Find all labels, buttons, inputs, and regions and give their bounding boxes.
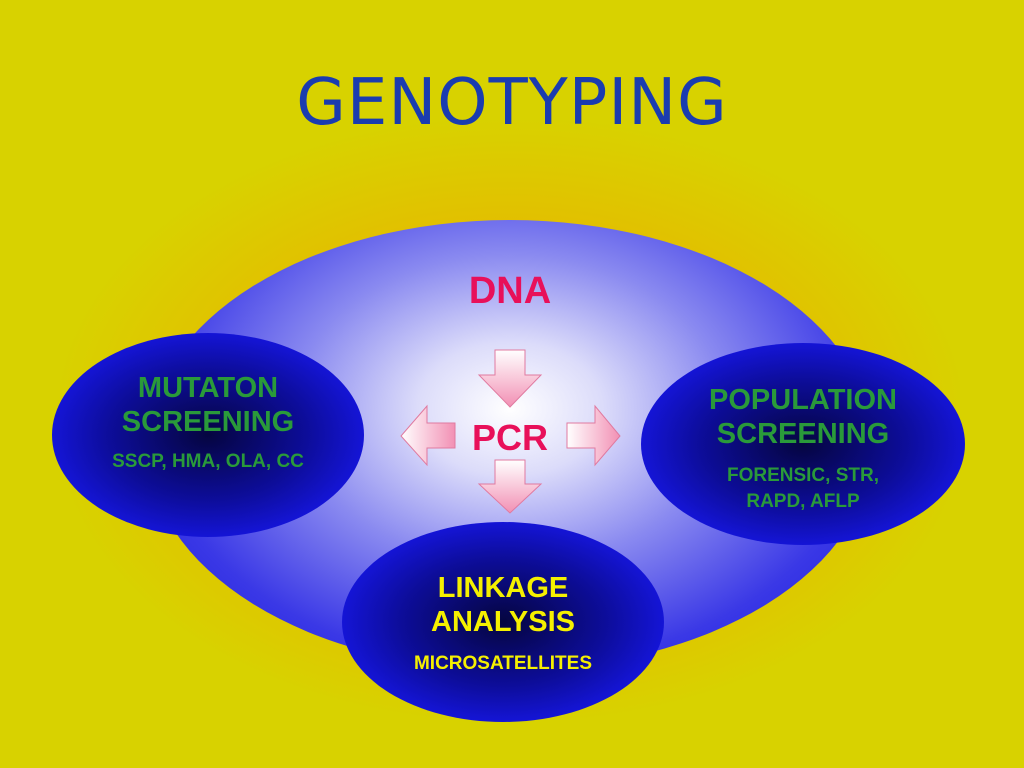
linkage-title-line2: ANALYSIS	[431, 606, 575, 638]
mutation-screening-node: MUTATON SCREENING SSCP, HMA, OLA, CC	[52, 333, 364, 537]
population-methods-line2: RAPD, AFLP	[746, 491, 860, 512]
pcr-label: PCR	[471, 417, 548, 458]
mutation-title-line1: MUTATON	[137, 372, 279, 404]
linkage-analysis-node: LINKAGE ANALYSIS MICROSATELLITES	[342, 522, 664, 722]
linkage-methods: MICROSATELLITES	[413, 653, 593, 674]
dna-label: DNA	[468, 270, 552, 312]
arrow-down-bottom-icon	[477, 459, 543, 514]
page-title: GENOTYPING	[296, 66, 728, 140]
population-screening-node: POPULATION SCREENING FORENSIC, STR, RAPD…	[641, 343, 965, 545]
arrow-left-icon	[400, 404, 456, 467]
mutation-title-line2: SCREENING	[121, 406, 295, 438]
population-methods-line1: FORENSIC, STR,	[726, 465, 879, 486]
population-title-line2: SCREENING	[716, 418, 890, 450]
arrow-right-icon	[566, 404, 621, 467]
population-title-line1: POPULATION	[709, 384, 897, 416]
mutation-methods: SSCP, HMA, OLA, CC	[112, 451, 304, 472]
arrow-down-top-icon	[477, 349, 543, 408]
linkage-title-line1: LINKAGE	[437, 572, 569, 604]
